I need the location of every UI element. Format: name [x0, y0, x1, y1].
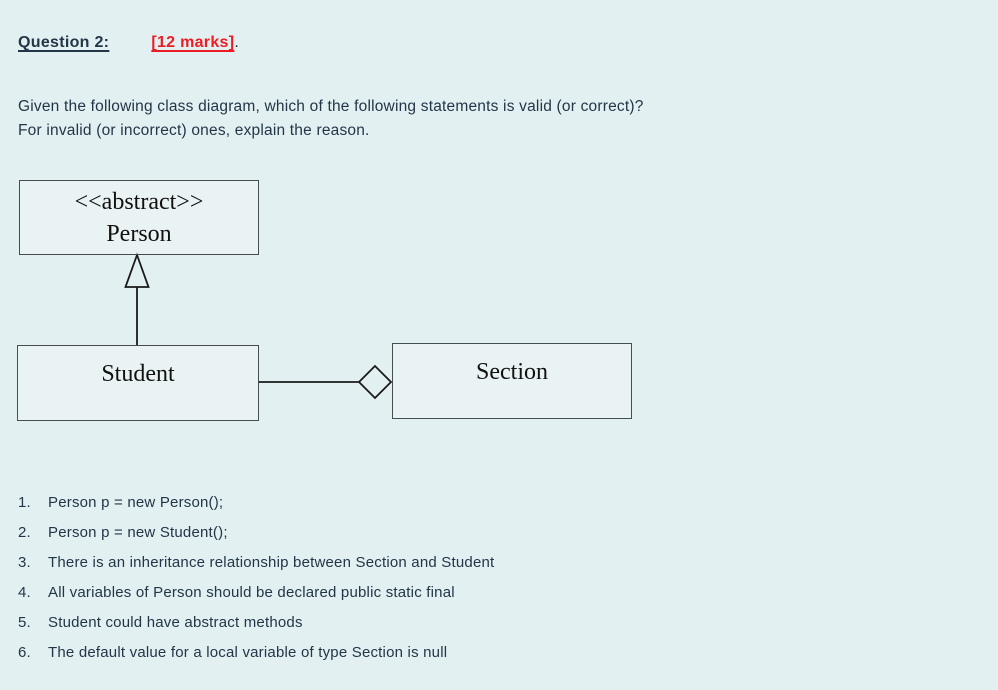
section-class-name: Section	[476, 359, 548, 385]
statement-row: 1. Person p = new Person();	[18, 487, 494, 517]
diagram-connectors	[124, 252, 393, 400]
statement-row: 3. There is an inheritance relationship …	[18, 547, 494, 577]
marks-period: .	[234, 34, 240, 51]
statements-list: 1. Person p = new Person(); 2. Person p …	[18, 487, 494, 667]
statement-row: 2. Person p = new Student();	[18, 517, 494, 547]
aggregation-diamond-icon	[357, 364, 393, 400]
student-class-box: Student	[17, 345, 259, 421]
statement-number: 1.	[18, 493, 31, 511]
statement-text: Student could have abstract methods	[48, 613, 303, 631]
statement-text: Person p = new Person();	[48, 493, 224, 511]
intro-paragraph: Given the following class diagram, which…	[18, 95, 644, 143]
marks-label: [12 marks]	[151, 34, 235, 51]
student-class-name: Student	[101, 361, 175, 387]
statement-text: All variables of Person should be declar…	[48, 583, 455, 601]
statement-text: The default value for a local variable o…	[48, 643, 448, 661]
statement-text: There is an inheritance relationship bet…	[48, 553, 495, 571]
statement-number: 3.	[18, 553, 31, 571]
question-label: Question 2:	[18, 34, 110, 51]
intro-line-2: For invalid (or incorrect) ones, explain…	[18, 122, 370, 139]
statement-number: 6.	[18, 643, 31, 661]
person-class-name: Person	[106, 221, 172, 247]
person-stereotype: <<abstract>>	[74, 189, 204, 215]
statement-row: 4. All variables of Person should be dec…	[18, 577, 494, 607]
section-class-box: Section	[392, 343, 632, 419]
person-class-box: <<abstract>> Person	[19, 180, 259, 255]
statement-row: 5. Student could have abstract methods	[18, 607, 494, 637]
statement-number: 2.	[18, 523, 31, 541]
statement-number: 4.	[18, 583, 31, 601]
statement-number: 5.	[18, 613, 31, 631]
statement-text: Person p = new Student();	[48, 523, 228, 541]
generalization-arrow-icon	[124, 252, 150, 288]
intro-line-1: Given the following class diagram, which…	[18, 98, 644, 115]
statement-row: 6. The default value for a local variabl…	[18, 637, 494, 667]
question-header: Question 2: [12 marks].	[18, 34, 239, 52]
